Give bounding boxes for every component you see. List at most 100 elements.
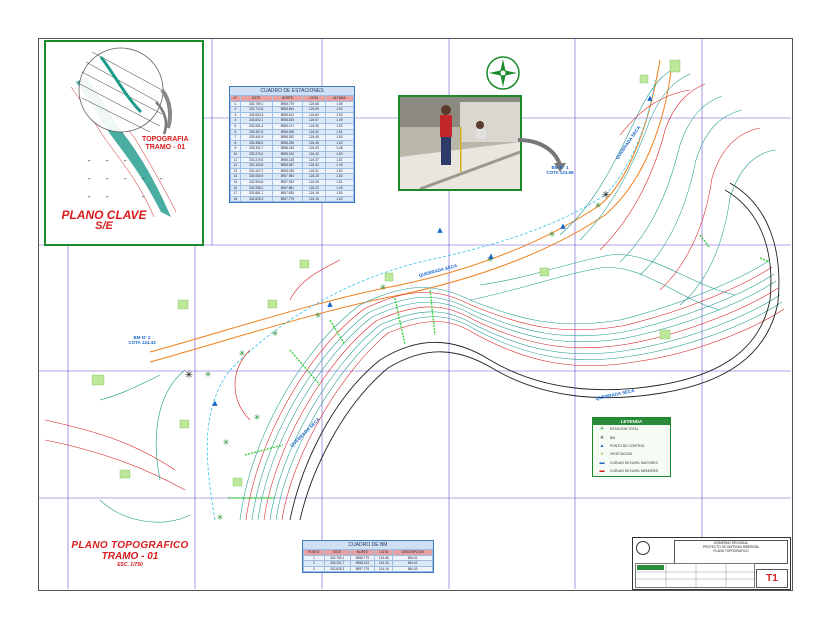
svg-text:⌐: ⌐ [106, 194, 109, 200]
cross-sections [228, 234, 771, 499]
title-block-grid [635, 563, 755, 588]
table-cell: 8958.533 [271, 117, 304, 124]
table-cell: 1.50 [324, 106, 355, 113]
svg-text:✳: ✳ [315, 311, 322, 320]
table-cell: 8958.612 [271, 111, 304, 119]
svg-text:⌐: ⌐ [160, 176, 163, 182]
vegetation-patches [91, 59, 681, 487]
svg-text:✳: ✳ [602, 190, 610, 201]
table-cell: 332.825,3 [239, 195, 273, 203]
svg-text:⌐: ⌐ [88, 176, 91, 182]
station-markers: ✳ ✳ ✳ ✳ ✳ ✳ ✳ ✳ ✳ ✳ ✳ [205, 201, 602, 522]
bm-markers: ✳ ✳ [185, 190, 610, 381]
svg-text:✳: ✳ [380, 283, 387, 292]
svg-text:⌐: ⌐ [106, 158, 109, 164]
table-cell: 124.16 [374, 565, 394, 573]
site-photo [398, 95, 522, 191]
legend-label: VEGETACION [610, 452, 632, 457]
table-cell: 8957.779 [349, 565, 376, 573]
valley-contours [239, 259, 785, 521]
legend-label: ESTACION TOTAL [610, 427, 639, 432]
svg-text:✳: ✳ [205, 370, 212, 379]
svg-text:✳: ✳ [549, 230, 556, 239]
legend-item: ▬CURVAS DE NIVEL MENORES [593, 467, 670, 475]
svg-text:▲: ▲ [488, 252, 494, 260]
stations-table-caption: CUADRO DE ESTACIONES [230, 87, 354, 95]
left-features [44, 259, 341, 523]
plan-title-main: PLANO TOPOGRAFICO [71, 540, 189, 551]
table-cell: 8957.779 [271, 195, 304, 203]
legend-symbol-icon: ▬ [599, 468, 605, 475]
table-cell: 18 [230, 195, 241, 203]
key-map-section-label: TOPOGRAFIA TRAMO - 01 [142, 136, 189, 151]
table-cell: 8958.779 [271, 100, 304, 108]
legend-item: ● VEGETACION [593, 450, 670, 458]
table-cell: 1.52 [324, 195, 355, 203]
table-cell: BM-03 [392, 565, 433, 573]
legend-item: ✳BM [593, 433, 670, 441]
title-block: GOBIERNO REGIONAL PROYECTO DE DEFENSA RI… [632, 537, 791, 590]
svg-text:⌐: ⌐ [124, 176, 127, 182]
table-cell: 1.49 [324, 117, 355, 124]
svg-text:▲: ▲ [647, 94, 653, 102]
svg-text:✳: ✳ [272, 329, 279, 338]
svg-text:⌐: ⌐ [124, 158, 127, 164]
plan-title-scale: ESC. 1/750 [117, 562, 143, 568]
table-header-cell: ALTURA [324, 95, 355, 102]
table-cell: 1.55 [324, 100, 355, 108]
svg-text:✳: ✳ [239, 349, 246, 358]
legend-symbol-icon: ▬ [599, 459, 605, 466]
institution-logo-icon [636, 541, 650, 555]
svg-text:⌐: ⌐ [88, 158, 91, 164]
table-cell: 1.52 [324, 111, 355, 119]
river-channel [289, 182, 780, 521]
title-block-header: GOBIERNO REGIONAL PROYECTO DE DEFENSA RI… [674, 540, 788, 564]
svg-text:✳: ✳ [185, 370, 193, 381]
legend-label: BM [610, 435, 616, 440]
key-map-title: PLANO CLAVE S/E [61, 208, 147, 232]
svg-text:✳: ✳ [595, 201, 602, 210]
legend-symbol-icon: ✳ [599, 426, 605, 433]
legend-symbol-icon: ▲ [599, 442, 605, 449]
table-cell: 332.825,3 [323, 565, 351, 573]
site-photo-image [400, 97, 520, 189]
legend-symbol-icon: ● [600, 451, 604, 458]
svg-text:⌐: ⌐ [142, 176, 145, 182]
table-cell: 8958.694 [271, 106, 304, 113]
legend-item: ✳ ESTACION TOTAL [593, 425, 670, 433]
north-arrow-icon [486, 56, 520, 90]
svg-text:⌐: ⌐ [106, 176, 109, 182]
table-cell: 124.16 [302, 195, 326, 203]
legend: LEYENDA ✳ESTACION TOTAL✳BM▲PUNTO DE CONT… [592, 417, 671, 477]
road [149, 59, 673, 363]
svg-text:✳: ✳ [223, 438, 230, 447]
svg-text:✳: ✳ [217, 513, 224, 522]
control-points: ▲ ▲ ▲ ▲ ▲ ▲ [212, 94, 653, 407]
bm-table-caption: CUADRO DE BM [303, 541, 433, 549]
svg-text:▲: ▲ [437, 226, 443, 234]
legend-label: PUNTO DE CONTROL [610, 443, 645, 448]
survey-alignment [206, 79, 656, 521]
table-header-cell: NORTE [271, 95, 304, 102]
sheet-number: T1 [756, 569, 788, 588]
svg-text:⌐: ⌐ [142, 194, 145, 200]
slope-contours [469, 65, 777, 311]
plan-title: PLANO TOPOGRAFICO TRAMO - 01 ESC. 1/750 [56, 540, 204, 569]
legend-label: CURVAS DE NIVEL MAYORES [610, 460, 658, 465]
